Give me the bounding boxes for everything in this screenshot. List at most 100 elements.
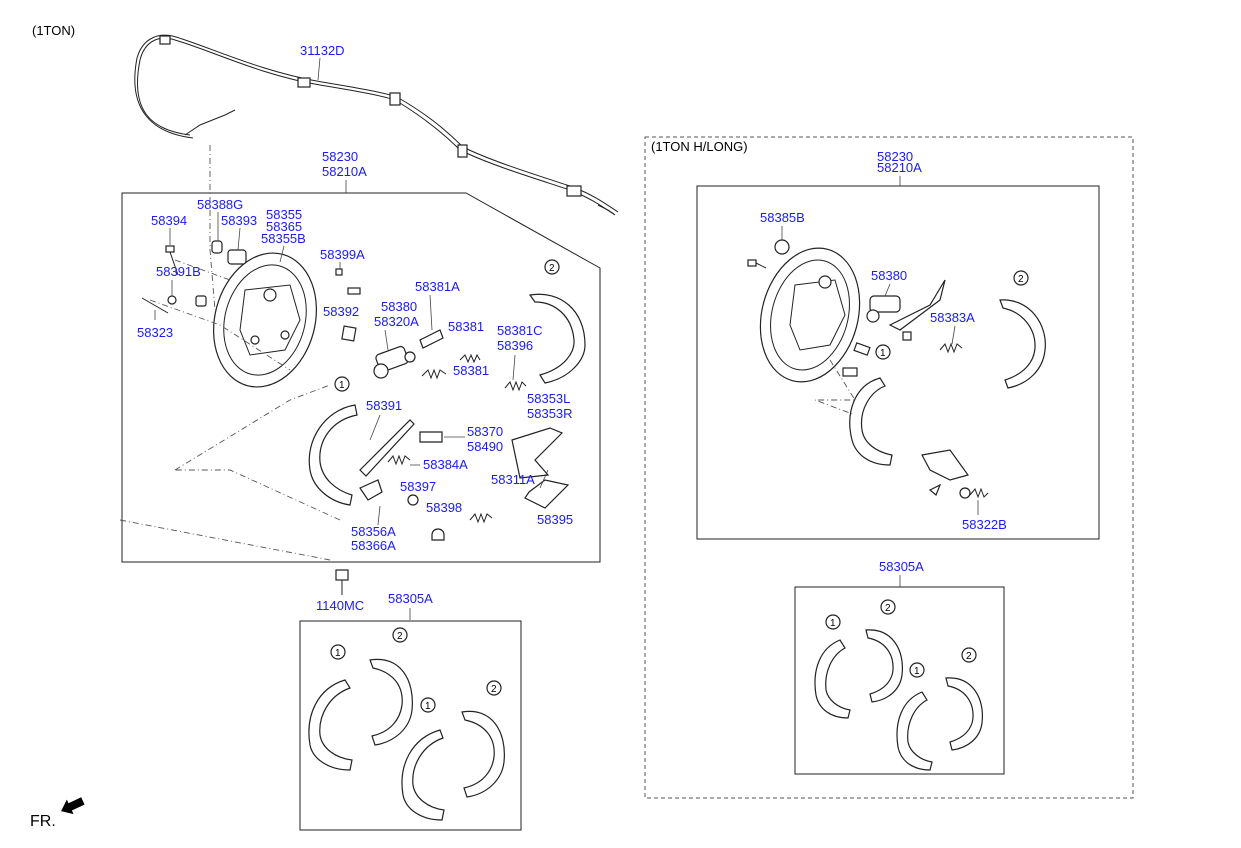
washer-icon (959, 487, 971, 499)
label-1140MC: 1140MC (316, 598, 364, 613)
spring-58396-icon (504, 380, 527, 392)
label-58210A-left: 58210A (322, 164, 367, 179)
kit-shoe-2a-left: 2 (369, 627, 413, 746)
bolt-58394-icon (165, 245, 179, 276)
brake-shoe-1-right: 1 (849, 344, 893, 466)
bolt-icon (747, 259, 757, 267)
spring-58381-icon (459, 353, 481, 364)
spring-58383A-icon (939, 342, 963, 354)
adjuster-58370-icon (419, 431, 443, 443)
backing-plate-right (759, 247, 861, 383)
cable-clip-icon (297, 77, 311, 88)
cap-58398-icon (431, 528, 445, 541)
cable-clip-icon (457, 144, 468, 158)
bolt-1140MC-icon (335, 569, 349, 595)
lever-right-icon (888, 279, 946, 331)
wheel-cylinder-left (373, 345, 416, 379)
label-58490: 58490 (467, 439, 503, 454)
cable-clip-icon (159, 35, 171, 45)
adjuster-lever-58356A-icon (359, 479, 383, 501)
label-58381A: 58381A (415, 279, 460, 294)
kit-shoe-1a-right: 1 (814, 614, 851, 719)
label-58353L: 58353L (527, 391, 570, 406)
left-shoe-kit-frame (299, 620, 522, 831)
label-58355: 58355 (266, 207, 302, 222)
fr-orientation-label: FR. (30, 813, 56, 830)
label-58353R: 58353R (527, 406, 573, 421)
lever-58391-icon (359, 419, 415, 477)
grommet-icon (195, 295, 207, 307)
spring-58381b-icon (421, 368, 447, 380)
adjuster-right-icon (921, 449, 969, 481)
nut-58391B-icon (167, 295, 177, 305)
spring-58384A-icon (387, 454, 411, 466)
label-58210A-right: 58210A (877, 160, 922, 175)
label-58311A: 58311A (491, 472, 535, 487)
label-58322B: 58322B (962, 517, 1007, 532)
cable-end-fitting-icon (566, 185, 582, 197)
label-58383A: 58383A (930, 310, 975, 325)
label-58230-right: 58230 (877, 149, 913, 164)
arrow-icon (928, 483, 942, 496)
spring-58322B-icon (969, 487, 989, 499)
front-arrow-icon (61, 797, 85, 815)
clip-58381A-icon (419, 329, 444, 349)
label-58356A: 58356A (351, 524, 396, 539)
svg-text:2: 2 (1018, 274, 1024, 285)
strut-58353-icon (511, 427, 564, 479)
label-58397: 58397 (400, 479, 436, 494)
label-58391B: 58391B (156, 264, 201, 279)
label-58381: 58381 (448, 319, 484, 334)
svg-text:2: 2 (549, 263, 555, 274)
label-58393: 58393 (221, 213, 257, 228)
plug-58393-icon (227, 249, 247, 265)
label-58381b: 58381 (453, 363, 489, 378)
kit-shoe-1b-right: 1 (896, 662, 933, 771)
label-58320A: 58320A (374, 314, 419, 329)
washer-58397-icon (407, 494, 419, 506)
kit-shoe-1a-left: 1 (308, 644, 353, 771)
svg-text:1: 1 (880, 348, 886, 359)
svg-text:2: 2 (966, 651, 972, 662)
svg-text:1: 1 (335, 648, 341, 659)
label-58395: 58395 (537, 512, 573, 527)
parking-brake-cable (134, 34, 619, 216)
svg-text:2: 2 (491, 684, 497, 695)
label-58391: 58391 (366, 398, 402, 413)
label-58388G: 58388G (197, 197, 243, 212)
label-58305A-left: 58305A (388, 591, 433, 606)
label-58365: 58365 (266, 219, 302, 234)
right-assembly-frame (696, 185, 1100, 540)
label-58366A: 58366A (351, 538, 396, 553)
pin-icon (853, 342, 871, 356)
brake-shoe-2-right: 2 (999, 270, 1046, 389)
bleeder-cap-icon (335, 268, 343, 276)
wheel-cylinder-right (866, 295, 901, 323)
gasket-58392-icon (341, 325, 357, 342)
label-58380-left: 58380 (381, 299, 417, 314)
svg-text:1: 1 (914, 666, 920, 677)
svg-text:1: 1 (425, 701, 431, 712)
label-58323: 58323 (137, 325, 173, 340)
pin-58323-icon (141, 297, 169, 314)
pin-icon (842, 367, 858, 377)
label-58305A-right: 58305A (879, 559, 924, 574)
bleeder-screw-icon (347, 287, 361, 295)
right-shoe-kit-frame (794, 586, 1005, 775)
section-header-1ton-hlong: (1TON H/LONG) (651, 139, 748, 154)
clip-icon (902, 331, 912, 341)
cap-58385B-icon (774, 239, 790, 255)
hlong-section-frame (644, 136, 1134, 799)
label-58385B: 58385B (760, 210, 805, 225)
label-58370: 58370 (467, 424, 503, 439)
brake-shoe-1-left: 1 (308, 376, 358, 506)
cap-58388G-icon (211, 240, 223, 254)
section-header-1ton: (1TON) (32, 23, 75, 38)
left-assembly-frame (121, 192, 601, 563)
label-58355B: 58355B (261, 231, 306, 246)
svg-text:1: 1 (830, 618, 836, 629)
label-58399A: 58399A (320, 247, 365, 262)
kit-shoe-2b-left: 2 (461, 680, 505, 798)
kit-shoe-2a-right: 2 (865, 599, 904, 703)
